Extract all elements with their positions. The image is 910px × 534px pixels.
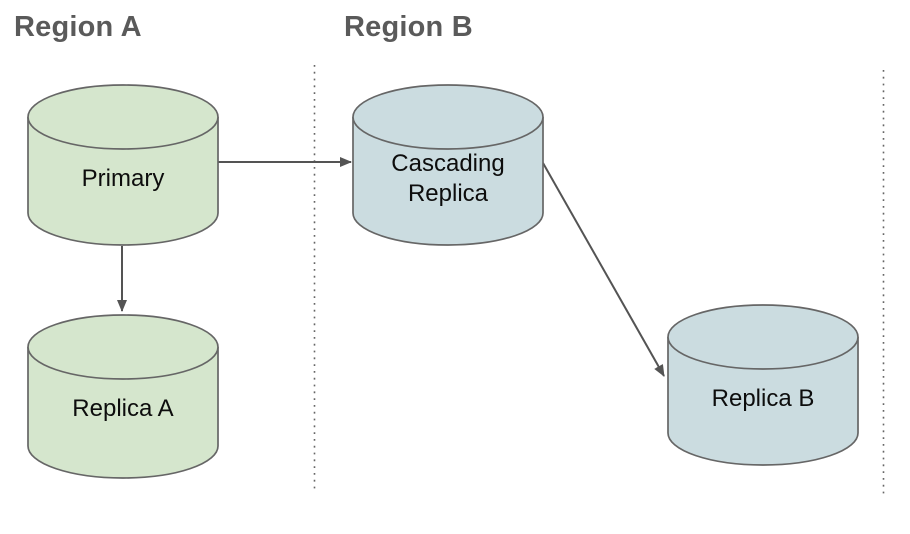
arrow-cascading-replica-to-replica-b [542,162,665,377]
primary-database-cylinder [27,84,219,246]
replica-a-node-label: Replica A [72,395,174,422]
replica-b-database-cylinder [667,304,859,466]
region-b-heading: Region B [344,11,473,43]
replica-a-database-cylinder [27,314,219,479]
primary-node-label: Primary [81,165,165,192]
region-a-heading: Region A [14,11,142,43]
cascading-replica-node-label: Cascading Replica [391,150,505,207]
replica-b-node-label: Replica B [711,385,815,412]
cascading-replica-database-cylinder [352,84,544,246]
